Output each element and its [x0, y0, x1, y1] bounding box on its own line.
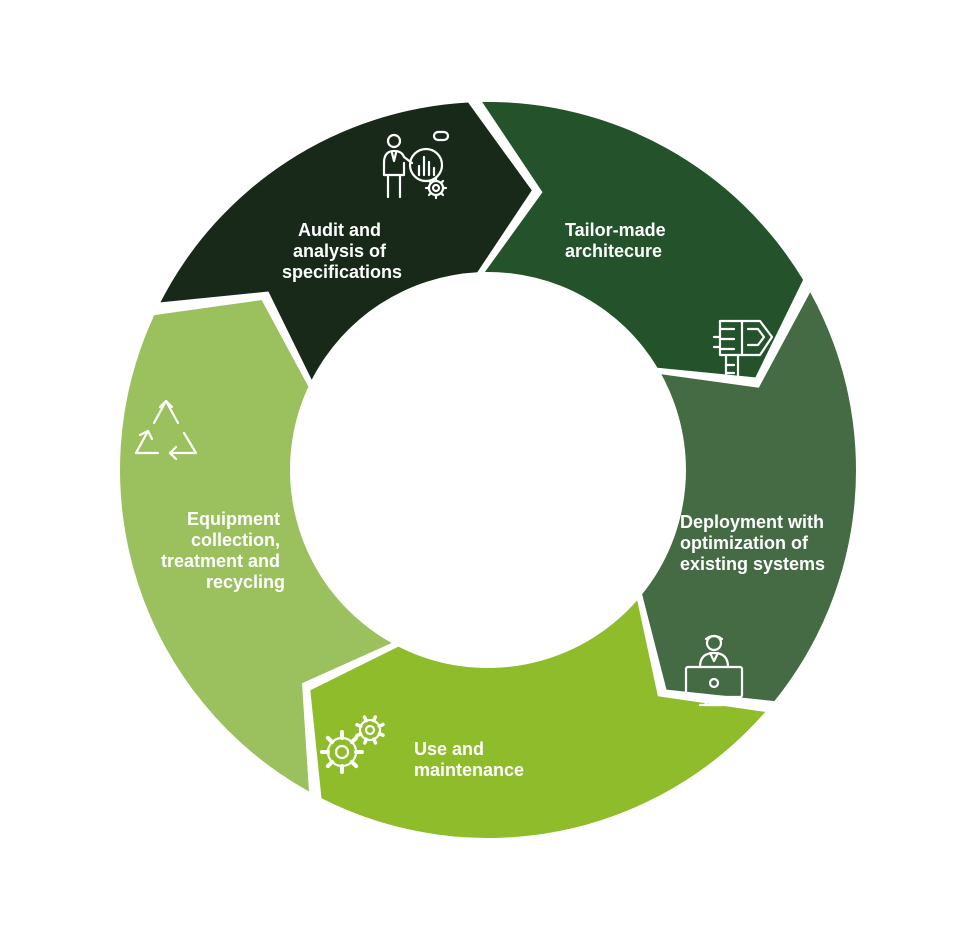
person-computer-icon: [684, 634, 744, 707]
blueprint-icon: [712, 319, 774, 381]
label-recycling: Equipment collection, treatment and recy…: [161, 509, 285, 592]
label-audit: Audit and analysis of specifications: [282, 220, 402, 282]
segment-deployment: [642, 292, 857, 702]
label-architecture: Tailor-made architecure: [565, 220, 671, 261]
gears-icon: [320, 715, 385, 774]
segment-use: [310, 600, 766, 839]
segment-architecture: [482, 101, 804, 378]
analyst-chart-icon: [382, 130, 450, 200]
segment-audit: [160, 102, 532, 380]
label-deployment: Deployment with optimization of existing…: [680, 512, 829, 574]
label-use: Use and maintenance: [414, 739, 524, 780]
segments-group: [120, 101, 857, 839]
segment-recycling: [120, 300, 392, 792]
recycle-icon: [134, 399, 198, 461]
